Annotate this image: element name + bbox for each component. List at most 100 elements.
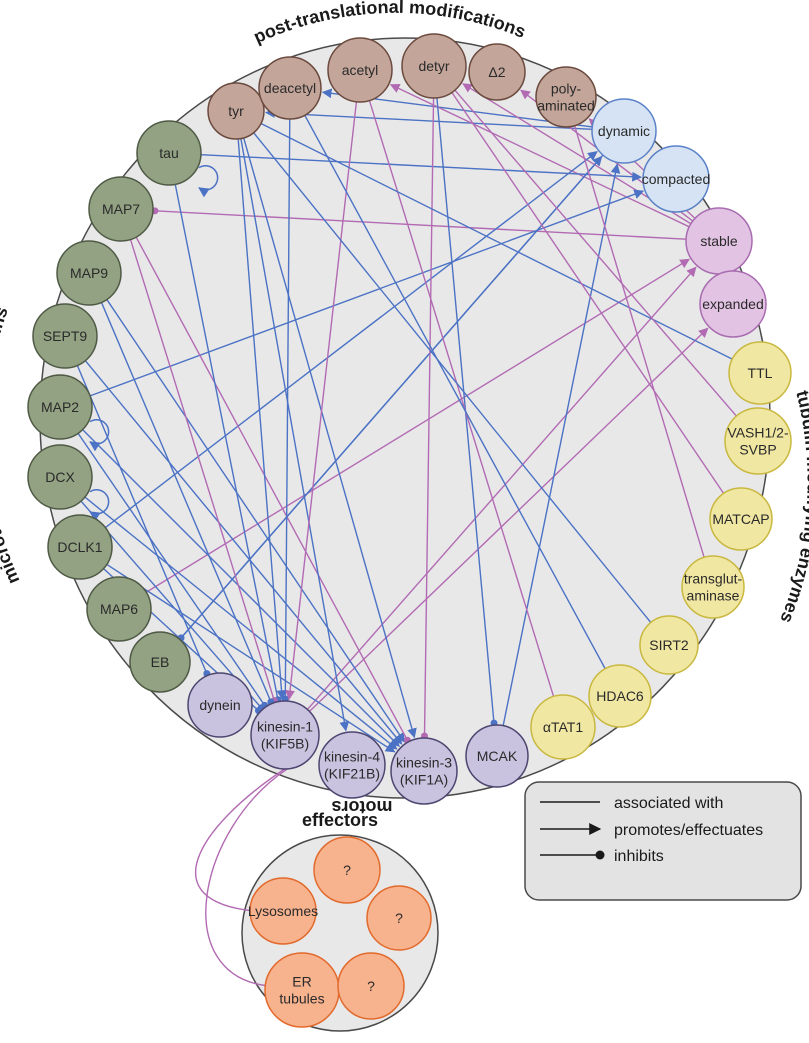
node-map9: MAP9	[56, 240, 122, 306]
node-lysosomes-label: Lysosomes	[248, 903, 318, 919]
edge-map9-kinesin3	[106, 299, 406, 743]
edge-mcak-dynamic	[502, 163, 621, 726]
edge-detyr-vash	[454, 89, 737, 417]
edge-sept9-dynein	[76, 365, 211, 678]
edge-kinesin1-expanded	[309, 327, 709, 712]
node-polyam-circle	[535, 66, 597, 128]
node-hdac6: HDAC6	[588, 664, 652, 728]
edge-kinesin1-lysosomes	[195, 768, 286, 912]
node-kinesin3-circle	[390, 737, 458, 805]
node-deacetyl: deacetyl	[258, 56, 322, 120]
node-hdac6-label: HDAC6	[596, 688, 644, 704]
node-mcak-label: MCAK	[477, 748, 518, 764]
node-transglut-circle	[681, 555, 745, 619]
legend-associated-label: associated with	[614, 795, 723, 812]
node-acetyl-circle	[327, 37, 393, 103]
node-matcap-circle	[709, 487, 773, 551]
node-tau-circle	[136, 120, 202, 186]
edge-dynamic-eb	[177, 154, 604, 642]
node-eb: EB	[129, 631, 191, 693]
node-delta2: Δ2	[468, 43, 526, 101]
node-sept9-circle	[32, 303, 98, 369]
edge-dclk1-dynamic	[104, 151, 598, 529]
edge-acetyl-atat1	[368, 100, 555, 697]
node-dcx-label: DCX	[45, 469, 75, 485]
node-tau: tau	[136, 120, 202, 186]
node-dcx-circle	[27, 444, 93, 510]
node-kinesin1-label-1: (KIF5B)	[261, 736, 309, 752]
node-acetyl: acetyl	[327, 37, 393, 103]
node-q1-label: ?	[343, 862, 351, 878]
node-kinesin4-label-1: (KIF21B)	[324, 766, 380, 782]
edge-tyr-kinesin4	[240, 138, 350, 732]
node-atat1-circle	[530, 694, 596, 760]
node-stable-label: stable	[700, 233, 738, 249]
node-dynamic-label: dynamic	[598, 123, 650, 139]
node-kinesin4-circle	[318, 731, 386, 799]
node-dclk1-label: DCLK1	[57, 539, 102, 555]
edge-stable-acetyl	[389, 83, 690, 228]
node-kinesin1-circle	[250, 700, 320, 770]
node-map9-circle	[56, 240, 122, 306]
node-map7: MAP7	[88, 176, 154, 242]
node-q2-label: ?	[395, 910, 403, 926]
node-er-label-1: tubules	[279, 991, 324, 1007]
node-map9-label: MAP9	[70, 265, 108, 281]
edge-stable-map7	[151, 207, 687, 240]
node-deacetyl-circle	[258, 56, 322, 120]
node-ttl-circle	[728, 341, 792, 405]
node-expanded: expanded	[699, 270, 767, 338]
edge-dynamic-tyr	[264, 108, 593, 131]
edge-deacetyl-kinesin1	[281, 118, 291, 703]
legend-inhibits-label: inhibits	[614, 848, 664, 865]
node-map6-label: MAP6	[100, 601, 138, 617]
node-polyam: poly-aminated	[535, 66, 597, 128]
node-tyr-label: tyr	[228, 103, 244, 119]
legend-box	[524, 781, 802, 901]
node-kinesin4: kinesin-4(KIF21B)	[318, 731, 386, 799]
node-dclk1-circle	[47, 514, 113, 580]
node-eb-circle	[129, 631, 191, 693]
edge-map7-kinesin1	[129, 239, 278, 705]
node-eb-label: EB	[151, 654, 170, 670]
edge-dclk1-kinesin3	[106, 563, 396, 753]
node-vash-label-0: VASH1/2-	[727, 425, 789, 441]
node-compacted-circle	[642, 145, 710, 213]
edge-self-dcx	[89, 489, 110, 522]
edge-deacetyl-hdac6	[304, 114, 606, 670]
edge-map2-compacted	[89, 189, 645, 397]
node-q3-label: ?	[367, 978, 375, 994]
node-detyr-label: detyr	[418, 58, 449, 74]
node-dynein-label: dynein	[199, 697, 240, 713]
node-stable: stable	[685, 207, 753, 275]
edge-map6-stable	[145, 258, 691, 593]
edge-self-tau	[198, 165, 219, 198]
node-tyr-circle	[207, 82, 265, 140]
group-label-effectors: effectors	[302, 810, 378, 830]
node-lysosomes: Lysosomes	[248, 877, 318, 945]
legend: associated with promotes/effectuates inh…	[524, 781, 802, 901]
node-er-label-0: ER	[292, 974, 311, 990]
node-q1: ?	[313, 836, 381, 904]
node-sept9-label: SEPT9	[43, 328, 88, 344]
edge-tyr-sirt2	[253, 132, 652, 623]
node-dynamic-circle	[591, 98, 657, 164]
node-q2: ?	[366, 885, 432, 951]
node-map7-label: MAP7	[102, 201, 140, 217]
node-map2: MAP2	[27, 374, 93, 440]
node-kinesin3-label-1: (KIF1A)	[400, 772, 448, 788]
node-transglut-label-0: transglut-	[684, 571, 743, 587]
node-dynein: dynein	[187, 672, 253, 738]
node-sirt2-label: SIRT2	[649, 637, 689, 653]
node-mcak: MCAK	[465, 724, 529, 788]
node-matcap: MATCAP	[709, 487, 773, 551]
node-hdac6-circle	[588, 664, 652, 728]
node-detyr-circle	[401, 33, 467, 99]
node-map2-circle	[27, 374, 93, 440]
edge-map9-kinesin1	[100, 302, 275, 706]
node-deacetyl-label: deacetyl	[264, 80, 316, 96]
node-dclk1: DCLK1	[47, 514, 113, 580]
